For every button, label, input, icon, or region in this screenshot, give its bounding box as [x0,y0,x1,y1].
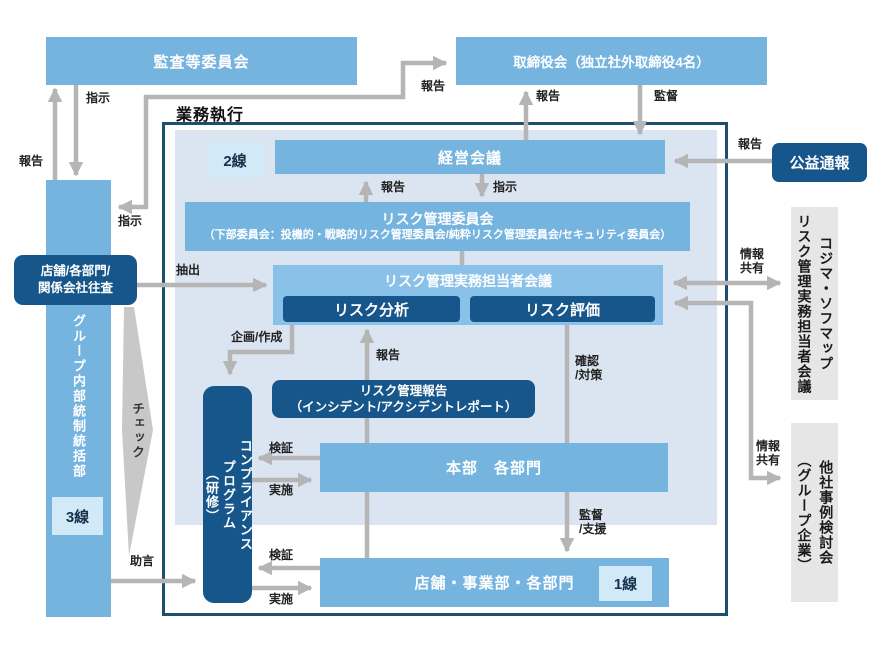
label-implement-store: 実施 [269,592,294,606]
label-report-up: 報告 [376,348,401,362]
whistleblowing-box: 公益通報 [772,143,867,182]
risk-committee-box: リスク管理委員会 （下部委員会：投機的・戦略的リスク管理委員会/純粋リスク管理委… [185,202,690,251]
audit-committee-box: 監査等委員会 [46,37,357,85]
label-report-whistleblowing: 報告 [738,137,763,151]
label-implement-hq: 実施 [269,483,294,497]
label-report-to-management: 報告 [381,180,406,194]
other-company-case-study-box: 他社事例検討会 （グループ企業） [791,423,838,602]
label-instruct-from-audit: 指示 [86,91,111,105]
label-instruct-elbow-to-dept: 指示 [118,214,143,228]
arrow-dept-board-elbow [117,55,448,215]
board-of-directors-box: 取締役会（独立社外取締役4名） [456,37,767,85]
kojima-sofmap-meeting-box: コジマ・ソフマップ リスク管理実務担当者会議 [791,207,838,400]
management-meeting-box: 経営会議 [275,140,665,174]
label-instruct-to-committee: 指示 [493,180,518,194]
headquarters-depts-box: 本部 各部門 [320,443,668,492]
label-confirm-measures: 確認 /対策 [575,354,603,383]
label-info-share-kojima: 情報 共有 [740,247,765,276]
store-dept-audit-box: 店舗/各部門/ 関係会社往査 [14,255,137,305]
internal-control-dept-label: グループ内部統制統括部 [71,314,86,479]
line-2-badge: 2線 [207,143,263,178]
label-supervise: 監督 [654,89,679,103]
line-1-badge: 1線 [599,566,652,601]
label-plan-create: 企画/作成 [231,330,283,344]
label-supervise-support: 監督 /支援 [579,508,607,537]
arrow-plan-create [222,322,295,376]
label-extract: 抽出 [176,263,201,277]
risk-evaluation-box: リスク評価 [470,296,655,322]
compliance-program-box: コンプライアンス プログラム （研修） [203,386,253,603]
label-verify-hq: 検証 [269,441,294,455]
label-report-to-board: 報告 [536,89,561,103]
risk-committee-subtitle: （下部委員会：投機的・戦略的リスク管理委員会/純粋リスク管理委員会/セキュリティ… [203,229,672,242]
label-report-to-audit: 報告 [19,154,44,168]
label-report-elbow-to-board: 報告 [421,79,446,93]
arrow-info-share-other [673,295,782,486]
gyomu-shikko-label: 業務執行 [176,107,245,124]
risk-committee-title: リスク管理委員会 [381,211,494,228]
label-info-share-other: 情報 共有 [756,439,781,468]
label-advice: 助言 [130,554,155,568]
risk-report-box: リスク管理報告 （インシデント/アクシデントレポート） [272,380,535,418]
line-3-badge: 3線 [52,497,103,535]
label-check: チェック [130,402,144,460]
internal-control-dept-box: グループ内部統制統括部 [46,180,111,617]
label-verify-store: 検証 [269,548,294,562]
risk-analysis-box: リスク分析 [283,296,460,322]
check-funnel-shape [122,307,153,556]
